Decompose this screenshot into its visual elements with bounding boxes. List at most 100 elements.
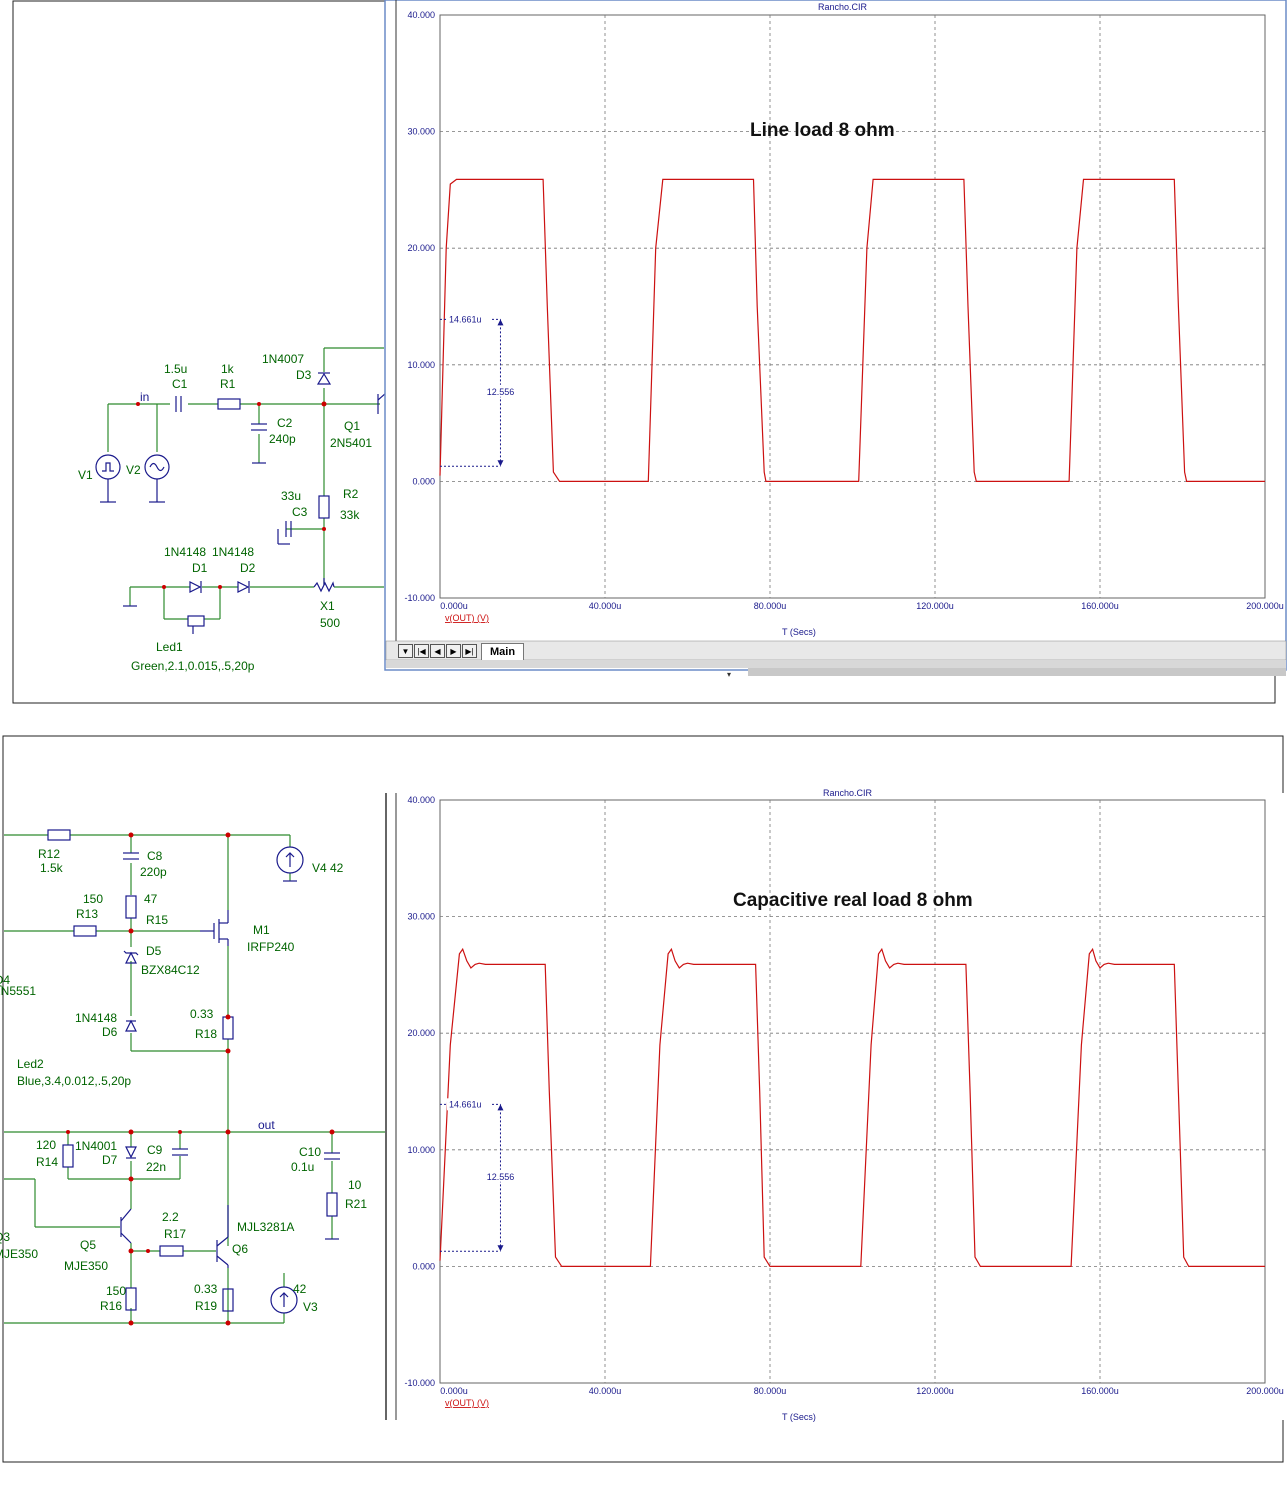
- y-tick-label: 0.000: [412, 1261, 435, 1271]
- c8-label: C8: [147, 849, 163, 863]
- r19-value: 0.33: [194, 1282, 218, 1296]
- y-tick-label: -10.000: [404, 593, 435, 603]
- arrow-down-icon[interactable]: ▼: [398, 644, 413, 658]
- plot-frame: [439, 14, 1266, 599]
- x-tick-label: 120.000u: [916, 601, 954, 611]
- svg-text:▾: ▾: [727, 670, 731, 679]
- cursor-delta-label: 12.556: [487, 387, 515, 397]
- top-window-title: Rancho.CIR: [818, 2, 868, 12]
- led2-value: Blue,3.4,0.012,.5,20p: [17, 1074, 131, 1088]
- y-tick-label: 30.000: [407, 127, 435, 137]
- q6-part: MJL3281A: [237, 1220, 294, 1234]
- c1-label: C1: [172, 377, 188, 391]
- cursor-arrow-up: [497, 319, 504, 326]
- cursor-delta-bg: [482, 1169, 519, 1182]
- y-tick-label: 10.000: [407, 360, 435, 370]
- bottom-xlabel: T (Secs): [782, 1412, 816, 1422]
- c2-value: 240p: [269, 432, 296, 446]
- x-tick-label: 0.000u: [440, 601, 468, 611]
- x-tick-label: 0.000u: [440, 1386, 468, 1396]
- r1-label: R1: [220, 377, 236, 391]
- d7-part: 1N4001: [75, 1139, 117, 1153]
- bottom-schematic-labels: R12 1.5k C8 220p V4 42 150 R13 47 R15 M1…: [0, 847, 367, 1314]
- cursor-delta-bg: [482, 384, 519, 397]
- q6-label: Q6: [232, 1242, 248, 1256]
- r15-label: R15: [146, 913, 168, 927]
- d1-label: D1: [192, 561, 208, 575]
- top-plot-window-frame: [384, 0, 1287, 671]
- d6-part: 1N4148: [75, 1011, 117, 1025]
- cursor-time-bg: [447, 1098, 491, 1111]
- cursor-time-label: 14.661u: [449, 1099, 482, 1109]
- r19-label: R19: [195, 1299, 217, 1313]
- cursor-time-label: 14.661u: [449, 314, 482, 324]
- net-label-out: out: [258, 1118, 275, 1132]
- q1-part: 2N5401: [330, 436, 372, 450]
- c10-value: 0.1u: [291, 1160, 314, 1174]
- x-tick-label: 40.000u: [589, 601, 622, 611]
- last-icon[interactable]: ▶|: [462, 644, 477, 658]
- bottom-junctions: [66, 832, 335, 1326]
- d2-part: 1N4148: [212, 545, 254, 559]
- r21-value: 10: [348, 1178, 362, 1192]
- cursor-arrow-down: [497, 1245, 504, 1252]
- c3-label: C3: [292, 505, 308, 519]
- x-tick-label: 80.000u: [754, 601, 787, 611]
- d5-part: BZX84C12: [141, 963, 200, 977]
- top-tab-bar: ▼ |◀ ◀ ▶ ▶| Main: [398, 642, 525, 660]
- bottom-panel: R12 1.5k C8 220p V4 42 150 R13 47 R15 M1…: [0, 733, 1288, 1482]
- top-schematic: [107, 347, 384, 620]
- bottom-legend: v(OUT) (V): [445, 1398, 489, 1408]
- bottom-plot-window: Rancho.CIR: [385, 788, 1285, 1420]
- led1-value: Green,2.1,0.015,.5,20p: [131, 659, 255, 673]
- q3-part: MJE350: [0, 1247, 38, 1261]
- bottom-plot-area: 40.00030.00020.00010.0000.000-10.0000.00…: [404, 795, 1283, 1396]
- d1-part: 1N4148: [164, 545, 206, 559]
- r14-value: 120: [36, 1138, 56, 1152]
- v3-value: 42: [293, 1282, 307, 1296]
- r2-label: R2: [343, 487, 359, 501]
- x-tick-label: 200.000u: [1246, 1386, 1284, 1396]
- x1-value: 500: [320, 616, 340, 630]
- y-tick-label: 0.000: [412, 476, 435, 486]
- r15-value: 47: [144, 892, 158, 906]
- r18-value: 0.33: [190, 1007, 214, 1021]
- series-line-vout: [439, 947, 1265, 1268]
- y-tick-label: 40.000: [407, 795, 435, 805]
- r17-value: 2.2: [162, 1210, 179, 1224]
- q4-label: Q4: [0, 973, 10, 987]
- x-tick-label: 160.000u: [1081, 601, 1119, 611]
- tab-main[interactable]: Main: [481, 642, 525, 660]
- r13-label: R13: [76, 907, 98, 921]
- r1-value: 1k: [221, 362, 235, 376]
- d3-part: 1N4007: [262, 352, 304, 366]
- v2-label: V2: [126, 463, 141, 477]
- d7-label: D7: [102, 1153, 118, 1167]
- top-components: [95, 372, 387, 634]
- top-plot-area: 40.00030.00020.00010.0000.000-10.0000.00…: [404, 10, 1283, 611]
- c3-value: 33u: [281, 489, 301, 503]
- q3-label: Q3: [0, 1230, 10, 1244]
- v3-label: V3: [303, 1300, 318, 1314]
- x1-label: X1: [320, 599, 335, 613]
- top-panel: in 1.5u C1 1k R1 1N4007 D3 C2 240p Q1 2N…: [0, 0, 1288, 710]
- bottom-window-title: Rancho.CIR: [823, 788, 873, 798]
- next-icon[interactable]: ▶: [446, 644, 461, 658]
- top-annotation: Line load 8 ohm: [750, 120, 895, 141]
- q5-part: MJE350: [64, 1259, 108, 1273]
- top-xlabel: T (Secs): [782, 627, 816, 637]
- cursor-arrow-down: [497, 460, 504, 467]
- plot-frame: [439, 799, 1266, 1384]
- d3-label: D3: [296, 368, 312, 382]
- prev-icon[interactable]: ◀: [430, 644, 445, 658]
- first-icon[interactable]: |◀: [414, 644, 429, 658]
- r12-label: R12: [38, 847, 60, 861]
- y-tick-label: 30.000: [407, 912, 435, 922]
- led2-label: Led2: [17, 1057, 44, 1071]
- y-tick-label: 10.000: [407, 1145, 435, 1155]
- x-tick-label: 40.000u: [589, 1386, 622, 1396]
- x-tick-label: 200.000u: [1246, 601, 1284, 611]
- v1-label: V1: [78, 468, 93, 482]
- d5-label: D5: [146, 944, 162, 958]
- r16-value: 150: [106, 1284, 126, 1298]
